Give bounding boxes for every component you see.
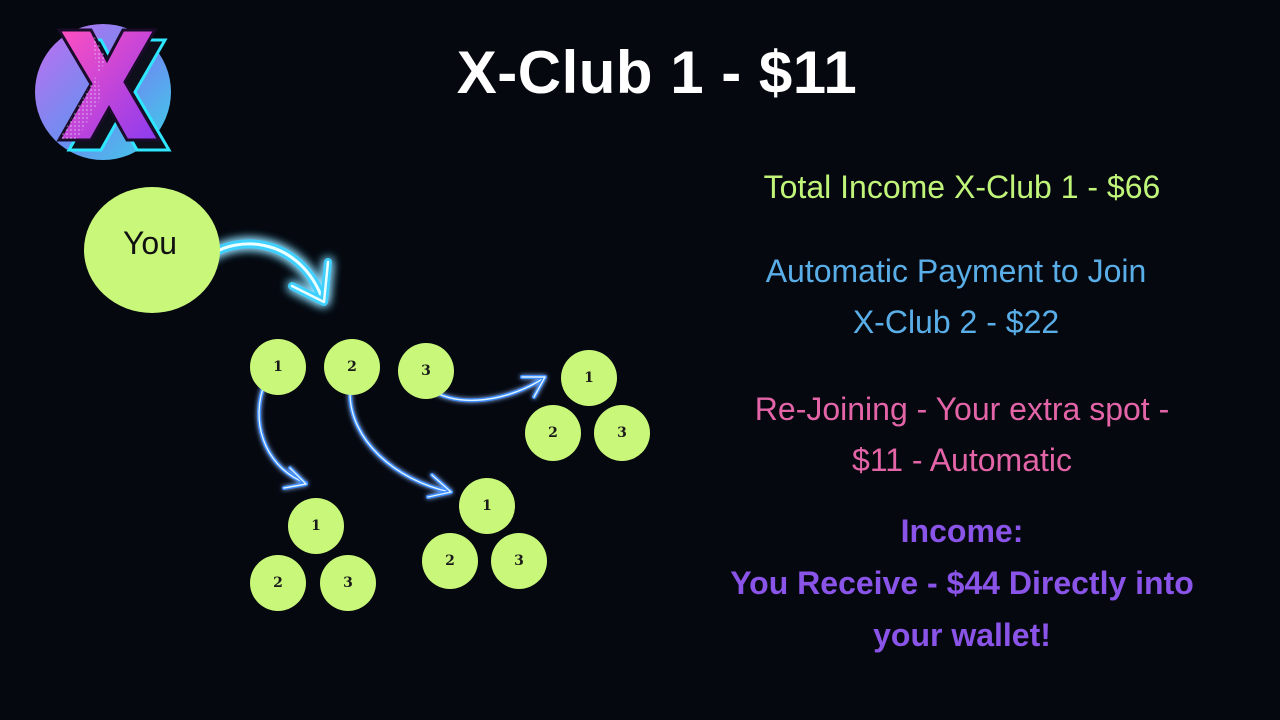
top-node-1: 1 <box>250 339 306 395</box>
top-node-3: 3 <box>398 343 454 399</box>
group2-node-2: 2 <box>422 533 478 589</box>
rejoin-line-1: Re-Joining - Your extra spot - <box>754 391 1170 427</box>
rejoin-line-2: $11 - Automatic <box>852 442 1072 478</box>
group2-node-3: 3 <box>491 533 547 589</box>
x-club-logo-icon <box>35 24 172 160</box>
group3-node-3: 3 <box>594 405 650 461</box>
income-heading: Income: <box>900 513 1024 549</box>
group1-node-3: 3 <box>320 555 376 611</box>
auto-payment-line-2: X-Club 2 - $22 <box>852 304 1060 340</box>
node2-arrow-icon <box>348 391 453 499</box>
auto-payment-line-1: Automatic Payment to Join <box>765 253 1147 289</box>
you-label: You <box>123 224 177 261</box>
group1-node-2: 2 <box>250 555 306 611</box>
node1-arrow-icon <box>257 386 308 490</box>
total-income-text: Total Income X-Club 1 - $66 <box>763 169 1161 205</box>
group3-node-2: 2 <box>525 405 581 461</box>
group2-node-1: 1 <box>459 478 515 534</box>
group3-node-1: 1 <box>561 350 617 406</box>
you-node: You <box>84 187 220 313</box>
income-line-2: your wallet! <box>873 617 1051 653</box>
auto-payment-text: Automatic Payment to Join X-Club 2 - $22 <box>636 246 1276 348</box>
group1-node-1: 1 <box>288 498 344 554</box>
rejoin-text: Re-Joining - Your extra spot - $11 - Aut… <box>642 384 1280 486</box>
income-text: Income: You Receive - $44 Directly into … <box>642 505 1280 661</box>
you-arrow-icon <box>201 239 332 306</box>
top-node-2: 2 <box>324 339 380 395</box>
income-line-1: You Receive - $44 Directly into <box>730 565 1194 601</box>
page-title: X-Club 1 - $11 <box>456 39 858 106</box>
